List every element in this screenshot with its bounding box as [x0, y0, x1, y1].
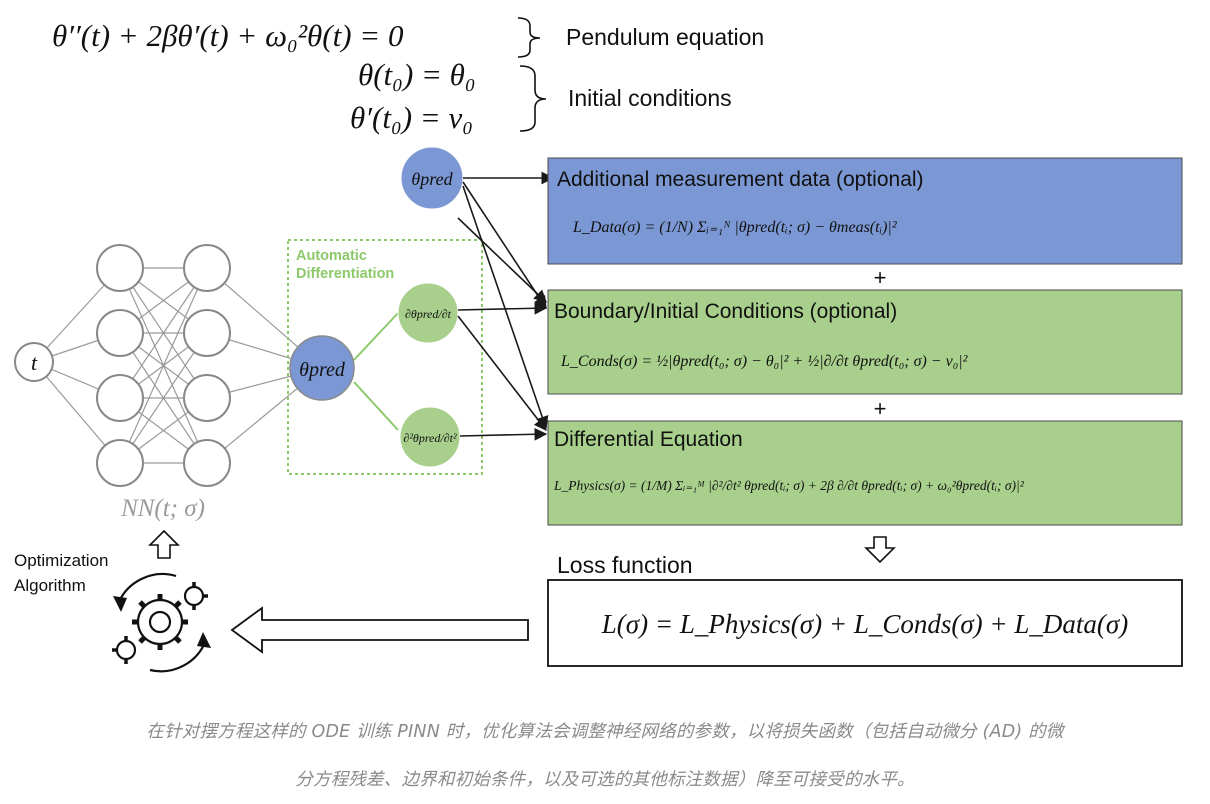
- conditions-loss-title: Boundary/Initial Conditions (optional): [554, 300, 897, 323]
- hidden-node: [96, 374, 144, 422]
- optimization-block: Optimization Algorithm: [14, 551, 211, 673]
- conditions-loss-box-bg: [547, 289, 1183, 395]
- physics-loss-title: Differential Equation: [554, 428, 743, 451]
- initial-condition-1: θ(t₀) = θ₀: [358, 57, 476, 92]
- autodiff-title-line1: Automatic: [296, 248, 367, 264]
- optimization-label-line2: Algorithm: [14, 576, 86, 595]
- loss-function-title: Loss function: [557, 552, 693, 578]
- physics-loss-box-bg: [547, 420, 1183, 526]
- caption-line-2: 分方程残差、边界和初始条件，以及可选的其他标注数据）降至可接受的水平。: [295, 770, 915, 790]
- first-derivative-node: [397, 282, 459, 344]
- plus-sign-2: +: [874, 396, 887, 421]
- autodiff-region: Automatic Differentiation θpred ∂θpred/∂…: [287, 239, 483, 475]
- equations-block: θ′′(t) + 2βθ′(t) + ω₀²θ(t) = 0 Pendulum …: [52, 17, 764, 135]
- conditions-loss-formula: L_Conds(σ) = ½|θpred(t₀; σ) − θ₀|² + ½|∂…: [560, 353, 969, 370]
- hidden-node: [96, 439, 144, 487]
- second-derivative-node: [399, 406, 461, 468]
- input-node: [14, 342, 54, 382]
- plus-sign-1: +: [874, 265, 887, 290]
- pendulum-brace: [517, 17, 541, 58]
- cycle-arrowhead-icon: [113, 596, 127, 612]
- hidden-node: [183, 374, 231, 422]
- gears-cycle-icon: [112, 573, 208, 673]
- cycle-arrowhead-icon: [197, 632, 211, 648]
- input-node-label: t: [31, 350, 38, 375]
- hidden-node: [96, 244, 144, 292]
- up-arrow-icon: [148, 529, 180, 559]
- second-derivative-label: ∂²θpred/∂t²: [403, 431, 457, 445]
- connection-arrows: [457, 171, 555, 441]
- initial-condition-2: θ′(t₀) = v₀: [350, 100, 473, 135]
- pendulum-label: Pendulum equation: [566, 24, 764, 50]
- initial-label: Initial conditions: [568, 85, 732, 111]
- loss-function-box: [547, 579, 1183, 667]
- left-arrow-icon: [230, 606, 529, 654]
- down-arrow-icon: [864, 536, 896, 564]
- hidden-node: [183, 309, 231, 357]
- physics-loss-formula: L_Physics(σ) = (1/M) Σᵢ₌₁ᴹ |∂²/∂t² θpred…: [553, 478, 1025, 493]
- top-output-node-label: θpred: [411, 169, 453, 189]
- data-loss-box: Additional measurement data (optional) L…: [547, 157, 1183, 265]
- physics-loss-box: Differential Equation L_Physics(σ) = (1/…: [547, 420, 1183, 526]
- data-loss-title: Additional measurement data (optional): [557, 168, 924, 191]
- first-derivative-label: ∂θpred/∂t: [405, 307, 452, 321]
- network-nodes: t NN(t; σ): [14, 244, 231, 522]
- optimization-label-line1: Optimization: [14, 551, 108, 570]
- pendulum-equation: θ′′(t) + 2βθ′(t) + ω₀²θ(t) = 0: [52, 18, 404, 53]
- autodiff-title-line2: Differentiation: [296, 266, 394, 282]
- data-loss-formula: L_Data(σ) = (1/N) Σᵢ₌₁ᴺ |θpred(tᵢ; σ) − …: [572, 219, 898, 236]
- data-loss-box-bg: [547, 157, 1183, 265]
- autodiff-frame: [287, 239, 483, 475]
- neural-network: [33, 267, 323, 464]
- hidden-node: [183, 439, 231, 487]
- network-label: NN(t; σ): [120, 495, 205, 522]
- loss-function-formula: L(σ) = L_Physics(σ) + L_Conds(σ) + L_Dat…: [601, 609, 1128, 639]
- output-node: [289, 335, 355, 401]
- conditions-loss-box: Boundary/Initial Conditions (optional) L…: [547, 289, 1183, 395]
- loss-function-block: Loss function L(σ) = L_Physics(σ) + L_Co…: [547, 552, 1183, 667]
- initial-brace: [519, 65, 547, 132]
- figure-caption: 在针对摆方程这样的 ODE 训练 PINN 时，优化算法会调整神经网络的参数，以…: [0, 708, 1210, 804]
- caption-line-1: 在针对摆方程这样的 ODE 训练 PINN 时，优化算法会调整神经网络的参数，以…: [146, 722, 1064, 742]
- output-node-label: θpred: [299, 359, 346, 381]
- hidden-node: [96, 309, 144, 357]
- hidden-node: [183, 244, 231, 292]
